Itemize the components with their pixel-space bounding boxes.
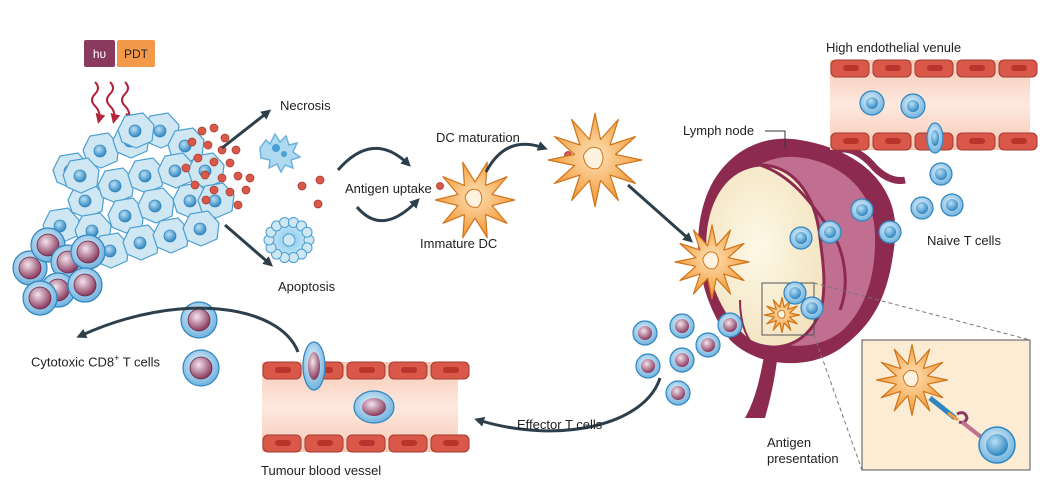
effector-t-cells-label: Effector T cells (517, 417, 603, 432)
cytotoxic-cd8-label: Cytotoxic CD8+ T cells (31, 351, 160, 369)
tumour-cell (172, 182, 210, 219)
cytotoxic-return-arrow (76, 306, 300, 353)
antigen-particle (193, 153, 203, 163)
antigen-label-line2: presentation (767, 451, 839, 466)
immature-dc-label: Immature DC (420, 236, 498, 251)
mature-dendritic-cell (547, 112, 643, 208)
naive-t-cell (800, 296, 824, 320)
tumour-cell (107, 197, 145, 234)
antigen-particle (245, 173, 255, 183)
lymph-node-dendritic-cell (674, 224, 750, 300)
cytotoxic-prefix: Cytotoxic CD8 (31, 354, 115, 370)
pdt-badge: PDT (124, 47, 148, 61)
effector-t-cell (632, 320, 658, 346)
naive-t-cell (850, 198, 874, 222)
cytotoxic-t-cell (180, 301, 218, 339)
hev-label: High endothelial venule (826, 40, 962, 55)
antigen-label-line1: Antigen (767, 435, 812, 450)
dc-maturation-arrow (484, 141, 548, 173)
tumour-cell (117, 112, 155, 149)
antigen-particle (197, 126, 207, 136)
tumour-cell-mass (12, 112, 235, 316)
antigen-particle (209, 157, 219, 167)
dc-migration-arrow (627, 183, 693, 243)
antigen-particle (181, 163, 191, 173)
antigen-particle (200, 170, 210, 180)
tumour-cell (122, 224, 160, 261)
antigen-particle (231, 145, 241, 155)
tumour-cell (127, 157, 165, 194)
lymph-node (698, 130, 906, 418)
cytotoxic-t-cell (67, 267, 103, 303)
tumour-cell (137, 187, 175, 224)
antigen-particle (225, 158, 235, 168)
pdt-badge-box (117, 40, 155, 67)
cytotoxic-t-cell (182, 349, 220, 387)
hv-badge-box (84, 40, 115, 67)
antigen-uptake-arrows (336, 147, 420, 223)
lymph-node-label: Lymph node (683, 123, 755, 138)
antigen-particle (209, 185, 219, 195)
tumour-blood-vessel (262, 341, 470, 453)
naive-t-cell (789, 226, 813, 250)
naive-t-cell (783, 281, 807, 305)
antigen-particle (203, 140, 213, 150)
naive-t-cell (910, 196, 934, 220)
effector-t-cells-arrow (474, 377, 662, 433)
apoptosis-label: Apoptosis (278, 279, 336, 294)
naive-t-cell (818, 220, 842, 244)
necrotic-debris-icon (259, 132, 302, 174)
naive-t-cell (940, 193, 964, 217)
tumour-cell (152, 217, 190, 254)
effector-t-cell (695, 332, 721, 358)
fate-arrows (221, 109, 274, 267)
antigen-particle (220, 133, 230, 143)
antigen-presentation-inset (861, 339, 1031, 471)
presenting-dendritic-cell-small (763, 296, 801, 334)
free-antigen-particles (297, 151, 572, 209)
antigen-particle (201, 195, 211, 205)
antigen-particle (233, 200, 243, 210)
antigen-particle (190, 180, 200, 190)
naive-t-cells-label: Naive T cells (927, 233, 1001, 248)
light-wave-icon (91, 81, 136, 124)
cytotoxic-t-cell (22, 280, 58, 316)
tumour-blood-vessel-label: Tumour blood vessel (261, 463, 382, 478)
antigen-uptake-label: Antigen uptake (345, 181, 432, 196)
antigen-particle (217, 173, 227, 183)
apoptotic-body-icon (263, 216, 315, 264)
necrosis-label: Necrosis (280, 98, 331, 113)
high-endothelial-venule (830, 59, 1038, 154)
naive-t-cell (929, 162, 953, 186)
cytotoxic-sup: + (114, 353, 120, 363)
antigen-particle (225, 187, 235, 197)
antigen-particle (241, 185, 251, 195)
t-cells (180, 162, 964, 406)
zoom-leader-lines (813, 282, 1031, 471)
antigen-particle (209, 123, 219, 133)
effector-t-cell (635, 353, 661, 379)
immature-dendritic-cell (434, 161, 516, 239)
effector-t-cell (669, 313, 695, 339)
hv-badge: hυ (92, 47, 107, 61)
effector-t-cell (669, 347, 695, 373)
antigen-particle (187, 137, 197, 147)
light-badges (84, 40, 155, 67)
tumour-cell (197, 182, 235, 219)
cytotoxic-t-cell (70, 234, 106, 270)
antigen-particle (233, 171, 243, 181)
cytotoxic-suffix: T cells (119, 354, 161, 370)
effector-t-cell (717, 312, 743, 338)
naive-t-cell (878, 220, 902, 244)
antigen-particles (181, 123, 255, 210)
effector-t-cell (665, 380, 691, 406)
tumour-cell (62, 157, 100, 194)
tumour-cell (182, 210, 220, 247)
dc-maturation-label: DC maturation (436, 130, 520, 145)
